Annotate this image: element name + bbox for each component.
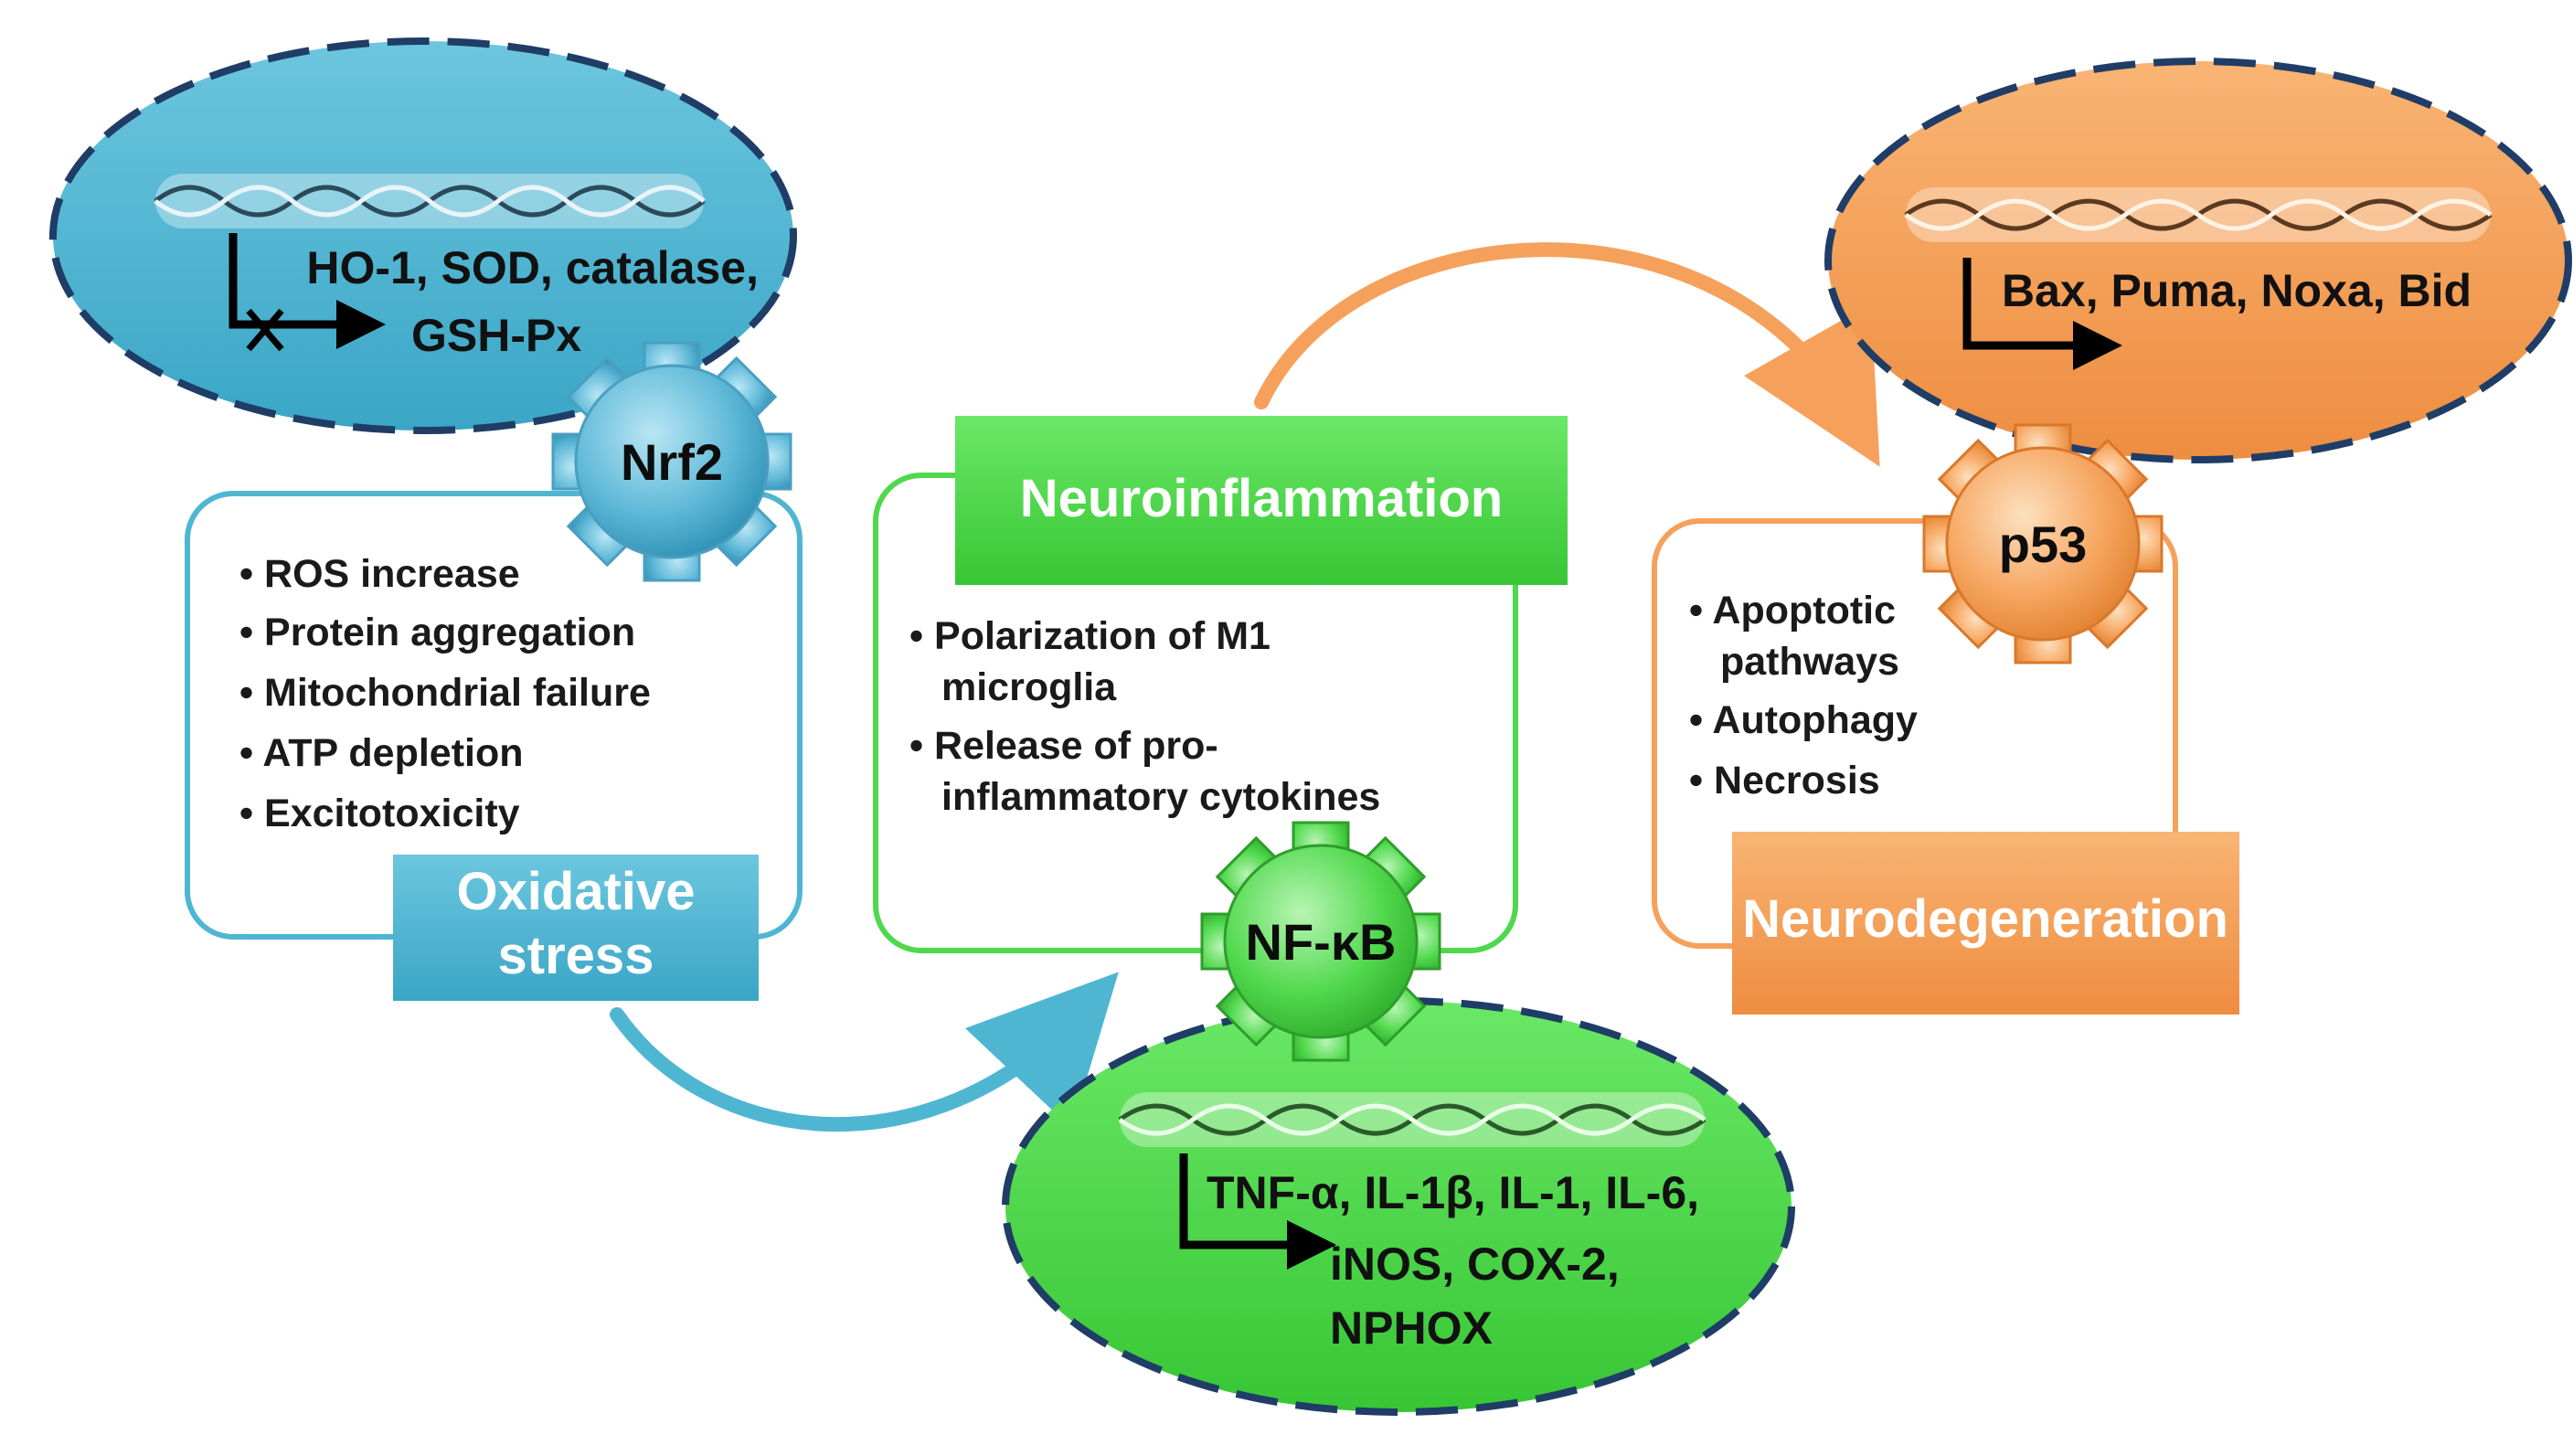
flow-arrow-blue bbox=[610, 972, 1119, 1132]
neuroinflammation-title: Neuroinflammation bbox=[1020, 469, 1504, 528]
oxidative-stress-bullets: • ROS increase • Protein aggregation • M… bbox=[239, 552, 651, 835]
gear-icon bbox=[1200, 821, 1441, 1062]
flow-arrow-orange bbox=[1254, 242, 1880, 467]
oxidative-stress-title-line1: Oxidative bbox=[456, 862, 695, 921]
neuroinflammation-bullets: • Polarization of M1 microglia • Release… bbox=[909, 614, 1380, 819]
gear-icon bbox=[1922, 423, 2164, 664]
neurodegeneration-banner bbox=[1732, 832, 2239, 1015]
bullet-protein-aggregation: • Protein aggregation bbox=[239, 611, 635, 654]
bullet-cytokine-release: • Release of pro- bbox=[909, 724, 1218, 768]
arrow-icon bbox=[1179, 1153, 1336, 1270]
nrf2-label: Nrf2 bbox=[621, 433, 723, 491]
blocked-arrow-icon bbox=[229, 233, 386, 352]
dna-helix-icon bbox=[1118, 1092, 1706, 1147]
bullet-m1-polarization: • Polarization of M1 bbox=[909, 614, 1271, 658]
oxidative-stress-genes-line1: HO-1, SOD, catalase, bbox=[306, 242, 759, 293]
bullet-autophagy: • Autophagy bbox=[1689, 698, 1918, 742]
neurodegeneration-panel: • Apoptotic pathways • Autophagy • Necro… bbox=[1652, 58, 2572, 1015]
bullet-excitotoxicity: • Excitotoxicity bbox=[239, 792, 520, 835]
dna-helix-icon bbox=[154, 174, 706, 228]
bullet-apoptotic-pathways-cont: pathways bbox=[1720, 640, 1899, 684]
neuroinflammation-panel: Neuroinflammation • Polarization of M1 m… bbox=[873, 416, 1795, 1416]
bullet-necrosis: • Necrosis bbox=[1689, 759, 1880, 802]
gear-icon bbox=[551, 341, 792, 582]
oxidative-stress-panel: • ROS increase • Protein aggregation • M… bbox=[49, 37, 803, 1001]
nfkb-label: NF-κB bbox=[1246, 913, 1397, 971]
neurodegeneration-gene-ellipse bbox=[1824, 58, 2572, 463]
neurodegeneration-genes: Bax, Puma, Noxa, Bid bbox=[2002, 265, 2472, 316]
oxidative-stress-title-line2: stress bbox=[498, 926, 654, 985]
oxidative-stress-genes-line2: GSH-Px bbox=[411, 310, 581, 361]
oxidative-stress-gene-ellipse bbox=[49, 37, 797, 434]
bullet-apoptotic-pathways: • Apoptotic bbox=[1689, 589, 1896, 632]
bullet-mitochondrial-failure: • Mitochondrial failure bbox=[239, 671, 651, 715]
neuroinflammation-genes-line3: NPHOX bbox=[1330, 1302, 1493, 1354]
neurodegeneration-title: Neurodegeneration bbox=[1742, 889, 2228, 949]
bullet-m1-polarization-cont: microglia bbox=[941, 665, 1117, 709]
neuroinflammation-genes-line2: iNOS, COX-2, bbox=[1330, 1238, 1620, 1290]
neuroinflammation-banner bbox=[955, 416, 1568, 585]
arrow-icon bbox=[1962, 258, 2122, 370]
oxidative-stress-banner bbox=[393, 855, 759, 1001]
bullet-atp-depletion: • ATP depletion bbox=[239, 731, 524, 775]
dna-helix-icon bbox=[1904, 187, 2493, 242]
neuroinflammation-genes-line1: TNF-α, IL-1β, IL-1, IL-6, bbox=[1207, 1167, 1699, 1218]
p53-label: p53 bbox=[1999, 515, 2088, 573]
bullet-ros-increase: • ROS increase bbox=[239, 552, 520, 596]
bullet-cytokine-release-cont: inflammatory cytokines bbox=[941, 775, 1380, 819]
neurodegeneration-bullets: • Apoptotic pathways • Autophagy • Necro… bbox=[1689, 589, 1918, 802]
